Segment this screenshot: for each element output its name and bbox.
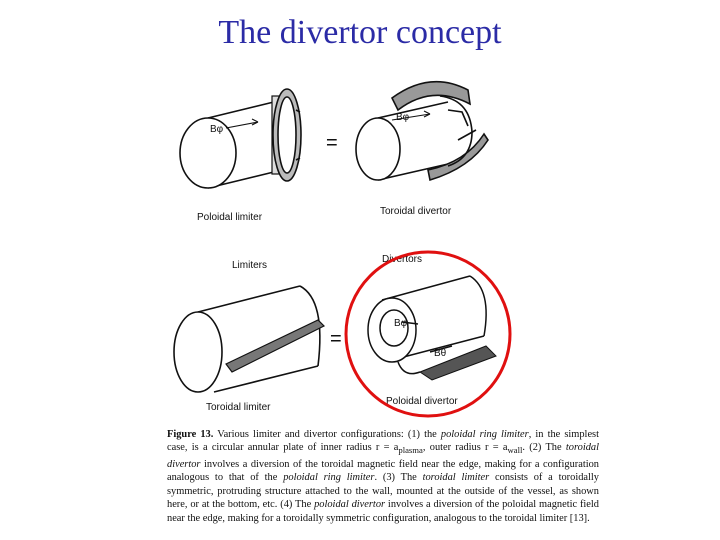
toroidal-limiter-drawing [173, 285, 326, 393]
caption-text-4: . (2) The [522, 442, 566, 454]
caption-sub-1: plasma [398, 445, 423, 456]
b-phi-label-1: Bφ [210, 124, 224, 135]
poloidal-divertor-drawing [367, 275, 497, 381]
highlight-circle [344, 250, 512, 418]
caption-text-2: , in the simplest case, is a circular an… [167, 429, 599, 454]
b-phi-label-2: Bφ [396, 112, 410, 123]
caption-fig-label: Figure 13. [167, 429, 214, 440]
poloidal-divertor-label: Poloidal divertor [386, 396, 458, 407]
caption-italic-3: poloidal ring limiter [283, 472, 375, 484]
caption-text-5: involves a diversion of the toroidal mag… [167, 458, 599, 484]
figure-caption: Figure 13. Various limiter and divertor … [167, 428, 599, 525]
caption-italic-4: toroidal limiter [422, 472, 490, 484]
toroidal-limiter-label: Toroidal limiter [206, 402, 271, 413]
caption-italic-1: poloidal ring limiter [440, 429, 529, 440]
b-phi-label-3: Bφ [394, 318, 408, 329]
poloidal-limiter-drawing [179, 88, 302, 189]
caption-text-6: . (3) The [374, 472, 423, 484]
caption-text-1: Various limiter and divertor configurati… [213, 429, 441, 440]
toroidal-divertor-drawing [355, 80, 489, 182]
equals-sign-bottom: = [330, 328, 342, 350]
caption-text-7: consists of a toroidally symmetric, prot… [167, 472, 600, 511]
poloidal-limiter-label: Poloidal limiter [197, 212, 263, 223]
caption-text-8: involves a diversion of the poloidal mag… [167, 499, 599, 524]
caption-sub-2: wall [507, 445, 523, 456]
caption-italic-5: poloidal divertor [314, 499, 386, 511]
caption-italic-2: toroidal divertor [167, 442, 599, 470]
divertors-heading: Divertors [382, 254, 422, 265]
caption-text-3: , outer radius r = a [422, 442, 508, 454]
limiters-heading: Limiters [232, 260, 267, 271]
equals-sign-top: = [326, 132, 338, 154]
toroidal-divertor-label: Toroidal divertor [380, 206, 452, 217]
b-theta-label: Bθ [434, 348, 447, 359]
slide-title: The divertor concept [218, 14, 502, 51]
